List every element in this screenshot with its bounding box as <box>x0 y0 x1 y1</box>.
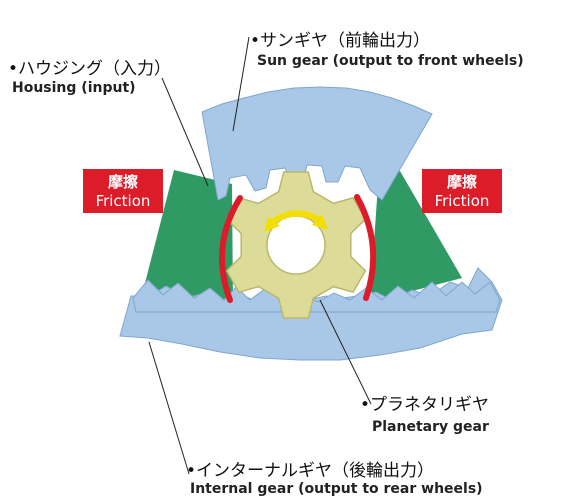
friction-arc-right <box>354 194 377 301</box>
internal-gear-label-en: Internal gear (output to rear wheels) <box>190 481 483 497</box>
housing-label-en: Housing (input) <box>12 80 136 96</box>
housing-label-jp: •ハウジング（入力） <box>8 59 172 79</box>
housing-left <box>144 170 233 303</box>
leader-planetary <box>319 299 372 405</box>
planetary-gear <box>225 171 367 319</box>
leader-internal <box>148 341 190 475</box>
curved-double-arrow-icon <box>264 210 328 232</box>
sun-gear <box>201 86 433 201</box>
internal-gear <box>119 267 503 361</box>
friction-tag-right-en: Friction <box>434 192 490 210</box>
planetary-gear-label-jp: •プラネタリギヤ <box>360 395 490 415</box>
sun-gear-label-en: Sun gear (output to front wheels) <box>257 53 524 69</box>
friction-tag-right: 摩擦 Friction <box>422 169 502 213</box>
housing-right <box>370 171 462 302</box>
sun-gear-label-jp: •サンギヤ（前輪出力） <box>250 31 431 51</box>
friction-tag-left-jp: 摩擦 <box>107 173 138 191</box>
friction-tag-right-jp: 摩擦 <box>446 173 477 191</box>
friction-tag-left-en: Friction <box>95 192 151 210</box>
friction-arc-left <box>219 195 243 303</box>
friction-tag-left: 摩擦 Friction <box>83 169 163 213</box>
leader-housing <box>161 77 209 187</box>
leader-sun <box>232 36 250 132</box>
planetary-gear-label-en: Planetary gear <box>372 419 489 435</box>
internal-gear-label-jp: •インターナルギヤ（後輪出力） <box>186 461 435 481</box>
